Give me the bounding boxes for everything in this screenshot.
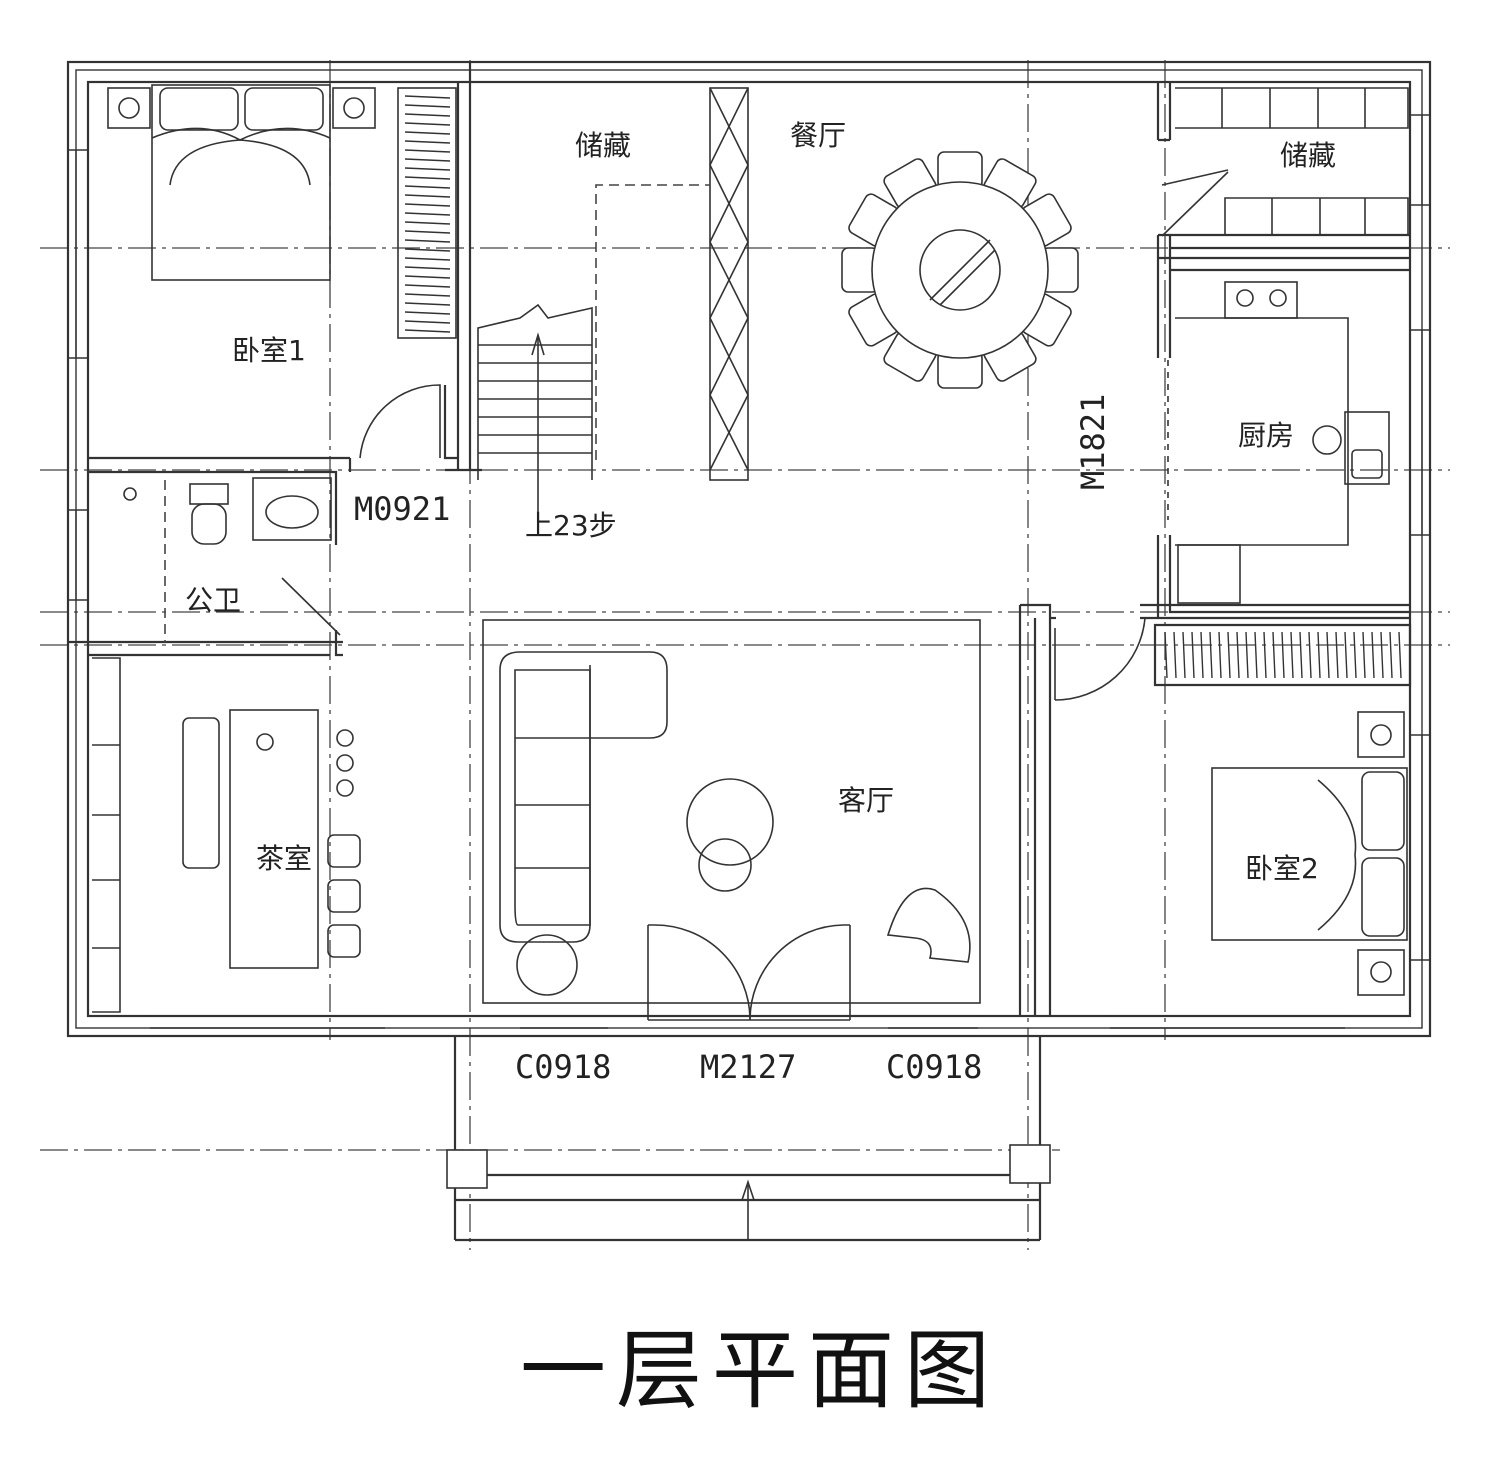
windows [68, 114, 1430, 1037]
room-label-bedroom1: 卧室1 [232, 334, 306, 367]
living-room-furniture [482, 619, 981, 1004]
bathroom-fixtures [123, 477, 332, 642]
door-label-m2127: M2127 [700, 1048, 796, 1086]
door-label-m1821: M1821 [1074, 394, 1112, 490]
porch [446, 1036, 1051, 1242]
room-label-storage2: 储藏 [1280, 139, 1336, 172]
tea-room-furniture [92, 657, 361, 1013]
door-label-m0921: M0921 [354, 490, 450, 528]
room-label-tea-room: 茶室 [256, 842, 312, 875]
kitchen-fixtures [1167, 281, 1390, 604]
room-label-storage1: 储藏 [575, 129, 631, 162]
window-label-left: C0918 [515, 1048, 611, 1086]
window-label-right: C0918 [886, 1048, 982, 1086]
storage2-shelves [1175, 87, 1409, 236]
bedroom1-furniture [107, 84, 457, 339]
plan-title: 一层平面图 [520, 1321, 1000, 1421]
stairs [477, 184, 710, 520]
room-label-bedroom2: 卧室2 [1245, 852, 1319, 885]
room-label-living: 客厅 [838, 784, 894, 817]
room-label-bathroom: 公卫 [185, 584, 241, 617]
dining-partition [709, 87, 749, 481]
dining-table [841, 151, 1079, 389]
stairs-label: 上23步 [525, 509, 617, 542]
doors [281, 169, 1229, 1021]
room-label-dining: 餐厅 [790, 119, 846, 152]
room-label-kitchen: 厨房 [1238, 419, 1294, 452]
bedroom2-furniture [1164, 631, 1408, 996]
